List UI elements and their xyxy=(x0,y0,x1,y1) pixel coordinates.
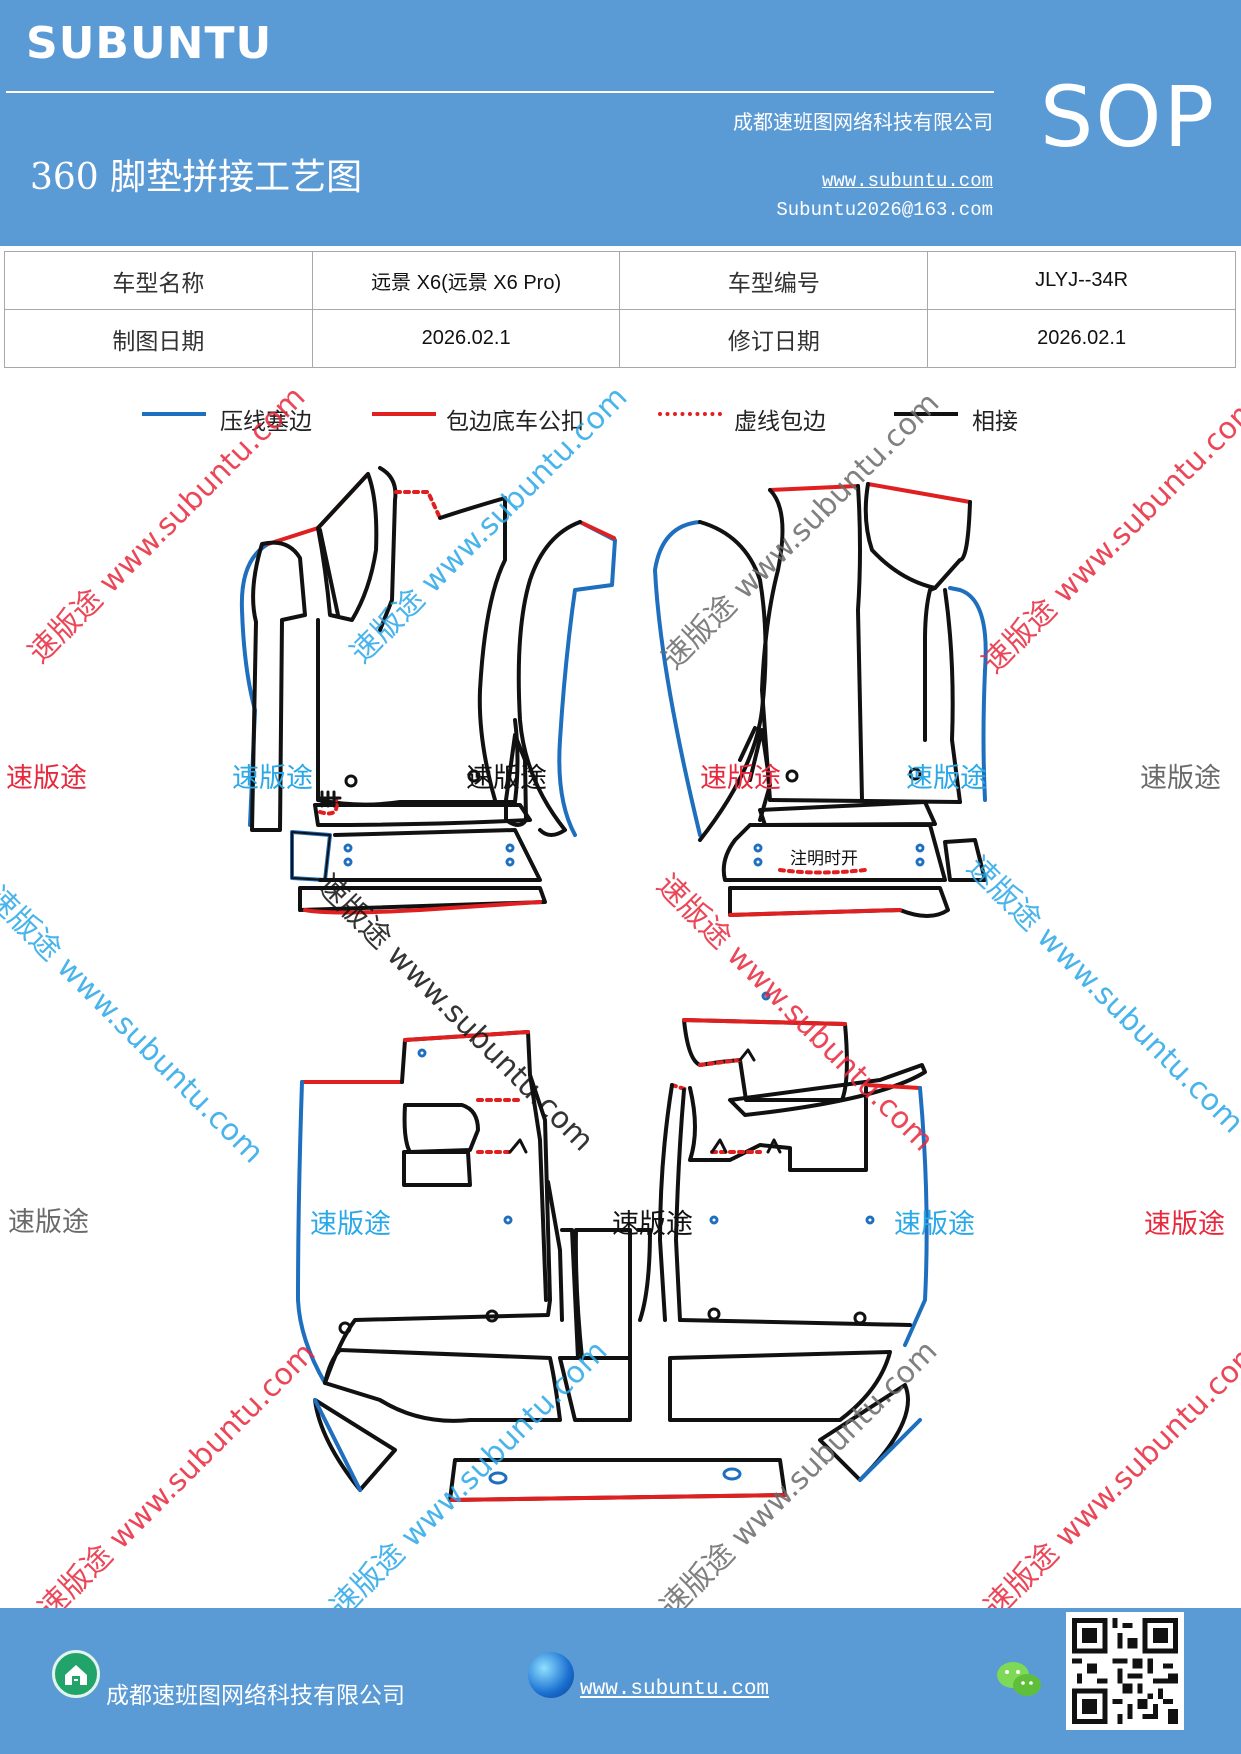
drawing-note: 注明时开 xyxy=(790,849,858,869)
model-name-value: 远景 X6(远景 X6 Pro) xyxy=(311,251,621,310)
home-icon xyxy=(52,1650,100,1698)
qr-code xyxy=(1066,1612,1184,1730)
watermark-word: 速版途 xyxy=(894,1209,975,1240)
info-table: 车型名称 远景 X6(远景 X6 Pro) 车型编号 JLYJ--34R 制图日… xyxy=(4,251,1236,368)
legend-swatch-red-dotted xyxy=(658,412,722,416)
watermark-word: 速版途 xyxy=(8,1207,89,1238)
header-email[interactable]: Subuntu2026@163.com xyxy=(776,199,993,221)
brand-logo: SUBUNTU xyxy=(26,18,273,69)
header-company: 成都速班图网络科技有限公司 xyxy=(733,110,993,134)
model-code-value: JLYJ--34R xyxy=(927,251,1236,310)
legend-label: 虚线包边 xyxy=(734,409,826,435)
model-code-label: 车型编号 xyxy=(619,251,929,310)
legend-swatch-red xyxy=(372,412,436,416)
watermark-word: 速版途 xyxy=(232,763,313,794)
watermark-word: 速版途 xyxy=(906,763,987,794)
floor-mat-diagram: 注明时开 xyxy=(239,466,988,1502)
watermark-word: 速版途 xyxy=(466,763,547,794)
legend-label: 相接 xyxy=(972,409,1018,435)
legend-swatch-blue xyxy=(142,412,206,416)
watermark-word: 速版途 xyxy=(1144,1209,1225,1240)
legend-label: 包边底车公扣 xyxy=(446,409,584,435)
watermark-word: 速版途 xyxy=(1140,763,1221,794)
table-row: 制图日期 2026.02.1 修订日期 2026.02.1 xyxy=(4,309,1236,368)
model-name-label: 车型名称 xyxy=(4,251,313,310)
table-row: 车型名称 远景 X6(远景 X6 Pro) 车型编号 JLYJ--34R xyxy=(4,251,1236,310)
legend-swatch-black xyxy=(894,412,958,416)
watermark-word: 速版途 xyxy=(6,763,87,794)
wechat-icon[interactable] xyxy=(996,1660,1042,1700)
footer-website-link[interactable]: www.subuntu.com xyxy=(580,1678,770,1701)
header-divider xyxy=(6,91,994,93)
sop-code: SOP xyxy=(1040,68,1217,166)
front-right-mat xyxy=(653,482,988,918)
legend-label: 压线塞边 xyxy=(220,409,312,435)
revise-date-label: 修订日期 xyxy=(619,309,929,368)
watermark-word: 速版途 xyxy=(612,1209,693,1240)
header-banner: SUBUNTU 成都速班图网络科技有限公司 360 脚垫拼接工艺图 www.su… xyxy=(0,0,1241,246)
footer-banner: 成都速班图网络科技有限公司 www.subuntu.com xyxy=(0,1608,1241,1754)
rear-mat xyxy=(296,991,929,1502)
footer-company: 成都速班图网络科技有限公司 xyxy=(106,1683,405,1709)
header-website-link[interactable]: www.subuntu.com xyxy=(821,170,993,192)
globe-icon xyxy=(528,1652,574,1698)
watermark-word: 速版途 xyxy=(700,763,781,794)
watermark-word: 速版途 xyxy=(310,1209,391,1240)
page-title: 360 脚垫拼接工艺图 xyxy=(30,157,363,198)
draw-date-value: 2026.02.1 xyxy=(311,309,621,368)
draw-date-label: 制图日期 xyxy=(4,309,313,368)
front-left-mat xyxy=(239,466,617,915)
revise-date-value: 2026.02.1 xyxy=(927,309,1236,368)
